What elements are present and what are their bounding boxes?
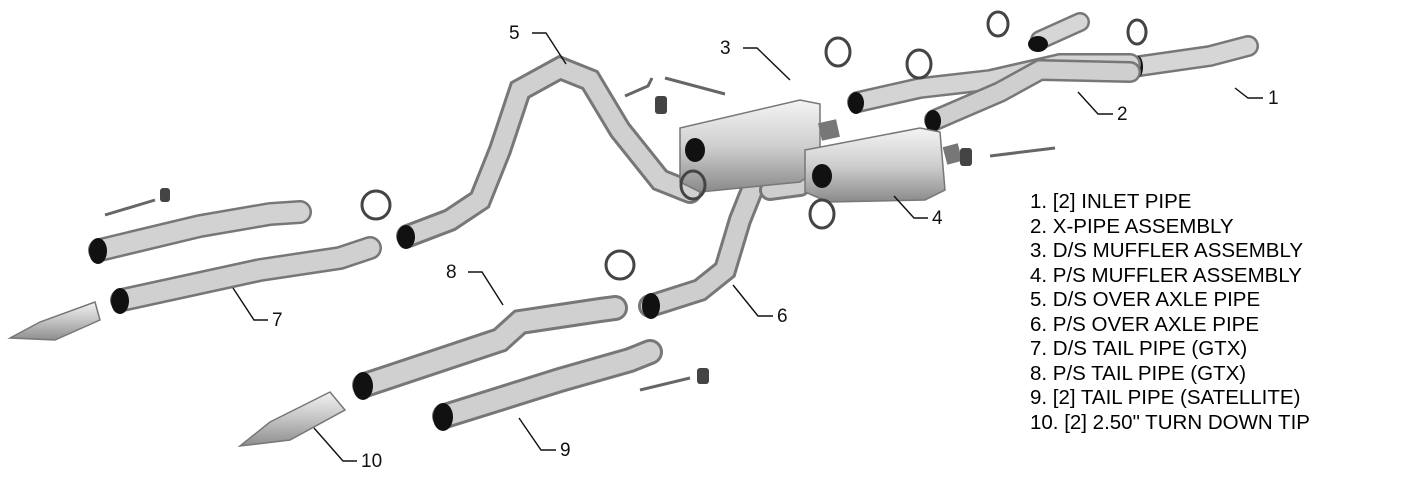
legend-item: 1. [2] INLET PIPE <box>1030 190 1192 213</box>
callout-8: 8 <box>446 262 504 306</box>
tail-pipe-ds-gtx <box>110 236 382 314</box>
muffler-ds <box>679 99 840 193</box>
svg-text:4: 4 <box>932 208 943 229</box>
turn-down-tip-lower <box>237 391 347 448</box>
svg-text:2: 2 <box>1117 104 1128 125</box>
legend-item: 10. [2] 2.50" TURN DOWN TIP <box>1030 410 1310 434</box>
legend-item: 7. D/S TAIL PIPE (GTX) <box>1030 337 1248 360</box>
legend-item: 8. P/S TAIL PIPE (GTX) <box>1030 361 1247 385</box>
callout-4: 4 <box>893 195 943 229</box>
svg-text:8: 8 <box>446 262 457 283</box>
callout-2: 2 <box>1077 91 1128 125</box>
x-pipe-assembly <box>847 53 1141 132</box>
legend-item: 3. D/S MUFFLER ASSEMBLY <box>1030 239 1304 262</box>
svg-text:5: 5 <box>509 23 520 44</box>
muffler-ps <box>804 127 963 203</box>
legend-item: 5. D/S OVER AXLE PIPE <box>1030 288 1261 311</box>
tail-pipe-ps-gtx <box>352 295 628 400</box>
legend-item: 4. P/S MUFFLER ASSEMBLY <box>1030 263 1302 287</box>
svg-text:10: 10 <box>361 451 382 472</box>
callout-6: 6 <box>732 284 788 327</box>
legend-item: 9. [2] TAIL PIPE (SATELLITE) <box>1030 386 1301 409</box>
svg-text:6: 6 <box>777 306 788 327</box>
legend-item: 6. P/S OVER AXLE PIPE <box>1030 312 1260 336</box>
svg-text:7: 7 <box>272 310 283 331</box>
legend-item: 2. X-PIPE ASSEMBLY <box>1030 214 1234 238</box>
callout-9: 9 <box>518 417 571 461</box>
tail-pipe-ds-upper <box>88 200 312 264</box>
svg-text:9: 9 <box>560 440 571 461</box>
callout-10: 10 <box>313 427 382 472</box>
callout-3: 3 <box>720 38 791 81</box>
svg-text:3: 3 <box>720 38 731 59</box>
pipe-inlet-upper <box>1129 35 1259 78</box>
pipe-inlet-lower <box>1028 12 1090 52</box>
hangers <box>160 96 972 384</box>
tail-pipe-satellite <box>432 339 663 431</box>
callout-1: 1 <box>1234 87 1279 109</box>
clamps <box>360 10 1148 281</box>
callout-5: 5 <box>509 23 567 65</box>
turn-down-tip-left <box>7 301 101 341</box>
pipe-ds-over-axle <box>396 54 702 249</box>
brackets <box>104 76 1056 392</box>
callout-7: 7 <box>232 287 283 331</box>
svg-text:1: 1 <box>1268 88 1279 109</box>
parts-legend: 1. [2] INLET PIPE 2. X-PIPE ASSEMBLY 3. … <box>1030 190 1310 435</box>
